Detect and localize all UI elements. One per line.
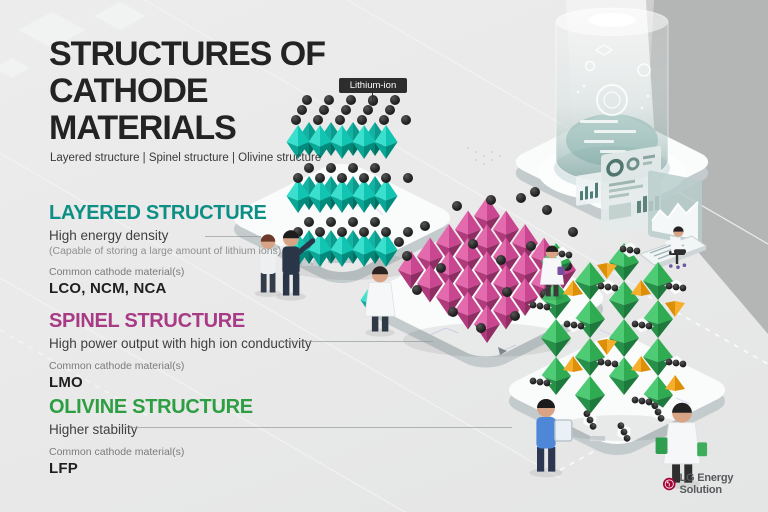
olivine-materials-label: Common cathode material(s) [49, 446, 185, 458]
layered-materials-label: Common cathode material(s) [49, 266, 185, 278]
olivine-description: Higher stability [49, 422, 138, 437]
layered-materials: LCO, NCM, NCA [49, 280, 167, 297]
title-line-1: STRUCTURES OF [49, 35, 326, 73]
section-spinel: SPINEL STRUCTURE High power output with … [49, 310, 379, 391]
seated-scientist [665, 226, 687, 269]
page-title: STRUCTURES OF CATHODE MATERIALS [49, 35, 326, 147]
subtitle: Layered structure | Spinel structure | O… [50, 152, 322, 164]
layered-note: (Capable of storing a large amount of li… [49, 245, 282, 257]
layered-description: High energy density [49, 228, 169, 243]
lg-logo: LG Energy Solution [663, 472, 768, 496]
people-figures [254, 226, 708, 489]
olivine-heading: OLIVINE STRUCTURE [49, 396, 253, 418]
spinel-connector-line [276, 341, 433, 342]
spinel-materials-label: Common cathode material(s) [49, 360, 185, 372]
lg-logo-text: LG Energy Solution [679, 472, 734, 496]
layered-connector-line [205, 236, 261, 237]
title-line-3: MATERIALS [49, 109, 237, 147]
dashboard-screens [576, 145, 708, 270]
layered-heading: LAYERED STRUCTURE [49, 202, 267, 224]
lg-logo-icon [663, 477, 676, 491]
lithium-ion-callout: Lithium-ion [339, 78, 407, 93]
spinel-description: High power output with high ion conducti… [49, 336, 312, 351]
spinel-materials: LMO [49, 374, 83, 391]
section-olivine: OLIVINE STRUCTURE Higher stability Commo… [49, 396, 379, 477]
title-line-2: CATHODE [49, 72, 209, 110]
spinel-heading: SPINEL STRUCTURE [49, 310, 245, 332]
lithium-ion-pointer [372, 93, 373, 102]
section-layered: LAYERED STRUCTURE High energy density (C… [49, 202, 379, 297]
olivine-connector-line [120, 427, 512, 428]
olivine-materials: LFP [49, 460, 78, 477]
